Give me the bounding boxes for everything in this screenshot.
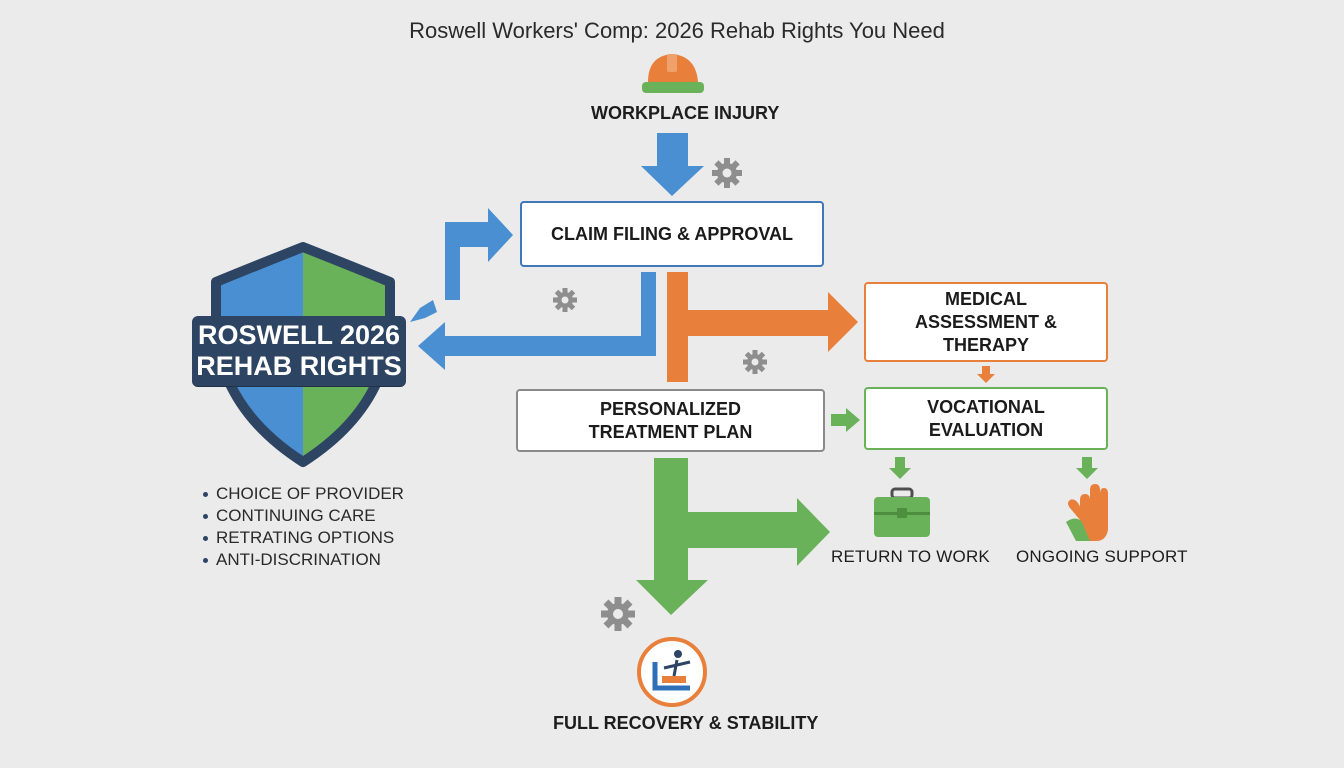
claim-filing-node: CLAIM FILING & APPROVAL — [520, 201, 824, 267]
stretching-person-icon — [637, 637, 707, 707]
medical-assessment-label: MEDICAL ASSESSMENT & THERAPY — [914, 288, 1058, 355]
gear-icon — [712, 158, 742, 188]
rights-list: CHOICE OF PROVIDER CONTINUING CARE RETRA… — [203, 483, 404, 571]
gear-icon — [601, 597, 635, 631]
hand-icon — [1066, 484, 1108, 541]
toolbox-icon — [874, 487, 930, 537]
claim-to-medical-arrow — [667, 272, 858, 382]
list-item: ANTI-DISCRINATION — [203, 549, 404, 571]
shield-line-1: ROSWELL 2026 — [197, 320, 401, 350]
medical-to-vocational-arrow — [977, 366, 995, 383]
list-item: RETRATING OPTIONS — [203, 527, 404, 549]
small-return-arrow — [410, 300, 437, 322]
injury-to-claim-arrow — [641, 133, 704, 196]
treatment-to-recovery-arrow — [636, 458, 830, 615]
treatment-plan-node: PERSONALIZED TREATMENT PLAN — [516, 389, 825, 452]
shield-banner: ROSWELL 2026 REHAB RIGHTS — [192, 316, 406, 386]
vocational-evaluation-label: VOCATIONAL EVALUATION — [927, 396, 1045, 440]
vocational-evaluation-node: VOCATIONAL EVALUATION — [864, 387, 1108, 450]
workplace-injury-label: WORKPLACE INJURY — [591, 103, 780, 123]
hard-hat-icon — [642, 54, 704, 93]
treatment-to-vocational-arrow — [831, 408, 860, 432]
gear-icon — [553, 288, 577, 312]
full-recovery-label: FULL RECOVERY & STABILITY — [553, 713, 819, 733]
vocational-to-work-arrow — [889, 457, 911, 479]
shield-line-2: REHAB RIGHTS — [196, 351, 402, 381]
treatment-plan-label: PERSONALIZED TREATMENT PLAN — [588, 398, 753, 442]
list-item: CHOICE OF PROVIDER — [203, 483, 404, 505]
claim-to-shield-arrow — [418, 272, 656, 370]
loop-arrow-to-claim — [445, 208, 513, 300]
claim-filing-label: CLAIM FILING & APPROVAL — [551, 223, 793, 244]
medical-assessment-node: MEDICAL ASSESSMENT & THERAPY — [864, 282, 1108, 362]
ongoing-support-label: ONGOING SUPPORT — [1016, 547, 1188, 566]
vocational-to-support-arrow — [1076, 457, 1098, 479]
diagram-title: Roswell Workers' Comp: 2026 Rehab Rights… — [409, 18, 945, 43]
list-item: CONTINUING CARE — [203, 505, 404, 527]
return-to-work-label: RETURN TO WORK — [831, 547, 990, 566]
gear-icon — [743, 350, 767, 374]
